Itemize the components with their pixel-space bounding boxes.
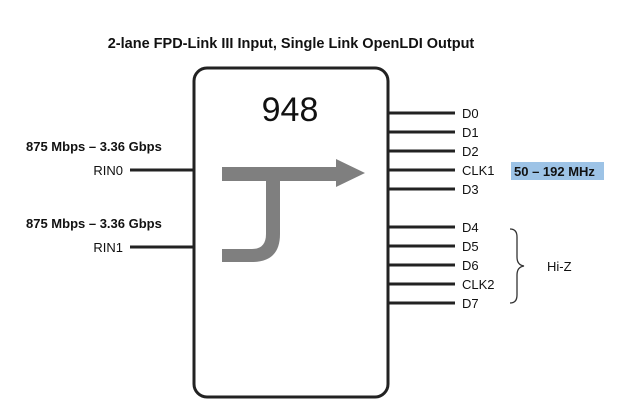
output-pin-d7: D7: [462, 296, 479, 311]
brace-icon: [509, 228, 525, 304]
diagram-title: 2-lane FPD-Link III Input, Single Link O…: [108, 36, 475, 52]
merge-arrow-icon: [222, 159, 365, 262]
chip-name: 948: [262, 91, 319, 129]
input-rate-rin0: 875 Mbps – 3.36 Gbps: [26, 139, 162, 154]
output-pin-d4: D4: [462, 220, 479, 235]
output-pin-d2: D2: [462, 144, 479, 159]
output-pin-d0: D0: [462, 106, 479, 121]
input-rate-rin1: 875 Mbps – 3.36 Gbps: [26, 216, 162, 231]
input-pin-rin1: RIN1: [93, 240, 123, 255]
output-group-hiz: D4 D5 D6 CLK2 D7: [388, 220, 495, 311]
hiz-label: Hi-Z: [547, 259, 572, 274]
clock-frequency-label: 50 – 192 MHz: [514, 164, 595, 179]
output-pin-clk2: CLK2: [462, 277, 495, 292]
input-pin-rin0: RIN0: [93, 163, 123, 178]
output-group-active: D0 D1 D2 CLK1 D3: [388, 106, 495, 197]
output-pin-d6: D6: [462, 258, 479, 273]
chip-body: [192, 66, 390, 399]
output-pin-clk1: CLK1: [462, 163, 495, 178]
output-pin-d5: D5: [462, 239, 479, 254]
output-pin-d3: D3: [462, 182, 479, 197]
clock-frequency-highlight: [511, 162, 604, 180]
output-pin-d1: D1: [462, 125, 479, 140]
